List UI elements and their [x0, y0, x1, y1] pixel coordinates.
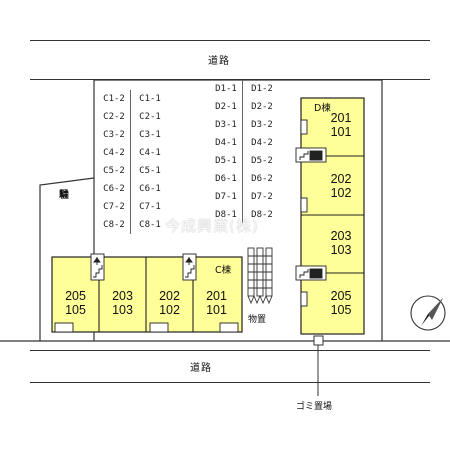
c-parking-slot: C7-2 — [98, 198, 131, 216]
unit-number-upper: 205 — [330, 289, 352, 303]
unit-number-lower: 101 — [206, 303, 227, 317]
unit-number-lower: 105 — [65, 303, 86, 317]
unit-number-upper: 205 — [65, 289, 86, 303]
storage-racks — [247, 247, 273, 305]
storage-label: 物置 — [248, 315, 267, 325]
stairs-icon — [295, 147, 327, 163]
bike-parking-boundary — [39, 177, 95, 341]
c-parking-slot: C4-1 — [139, 148, 161, 158]
unit-number-lower: 103 — [112, 303, 133, 317]
d-parking-slot: D7-1 — [210, 188, 243, 206]
d-building-label: D棟 — [314, 103, 331, 114]
c-parking-slot: C2-2 — [98, 108, 131, 126]
d-parking-slot: D5-1 — [210, 152, 243, 170]
stairs-icon — [295, 265, 327, 281]
unit-number-lower: 102 — [159, 303, 180, 317]
d-parking-slot: D2-2 — [251, 102, 273, 112]
garbage-label: ゴミ置場 — [296, 402, 333, 412]
c-building-outline — [51, 256, 243, 333]
d-building-outline — [300, 97, 365, 335]
site-boundary — [93, 79, 383, 341]
watermark: 今成興業(株) — [165, 217, 259, 235]
c-parking-slot: C5-1 — [139, 166, 161, 176]
c-parking-slot: C4-2 — [98, 144, 131, 162]
d-parking-slot: D1-2 — [251, 84, 273, 94]
d-parking-slot: D6-1 — [210, 170, 243, 188]
top-road-label: 道路 — [208, 56, 230, 67]
bottom-road-line-inner — [30, 382, 430, 383]
d-parking-slot: D7-2 — [251, 192, 273, 202]
unit-number-lower: 102 — [330, 186, 352, 200]
unit-number-lower: 101 — [330, 125, 352, 139]
stairs-icon — [90, 253, 105, 281]
bottom-road-line — [30, 350, 430, 351]
bottom-road-label: 道路 — [190, 363, 212, 374]
garbage-station-box — [313, 335, 324, 346]
top-road-line — [30, 40, 430, 41]
d-parking-slot: D5-2 — [251, 156, 273, 166]
c-parking-slot: C3-1 — [139, 130, 161, 140]
unit-number-upper: 203 — [112, 289, 133, 303]
c-parking-slot: C6-1 — [139, 184, 161, 194]
stairs-icon — [182, 253, 197, 281]
north-arrow-icon — [410, 295, 446, 331]
d-parking-slot: D6-2 — [251, 174, 273, 184]
d-parking-slot: D4-2 — [251, 138, 273, 148]
d-parking-slot: D2-1 — [210, 98, 243, 116]
unit-number-upper: 203 — [330, 229, 352, 243]
c-parking-slot: C8-1 — [139, 220, 161, 230]
c-building-label: C棟 — [215, 265, 232, 276]
c-parking-slot: C1-1 — [139, 94, 161, 104]
d-parking-slot: D4-1 — [210, 134, 243, 152]
c-parking-slot: C1-2 — [98, 90, 131, 108]
unit-number-upper: 202 — [159, 289, 180, 303]
d-parking-slot: D3-2 — [251, 120, 273, 130]
d-parking-slot: D8-1 — [210, 206, 243, 224]
unit-number-lower: 103 — [330, 243, 352, 257]
c-parking-slot: C2-1 — [139, 112, 161, 122]
d-parking-slot: D3-1 — [210, 116, 243, 134]
unit-number-lower: 105 — [330, 303, 352, 317]
c-parking-slot: C6-2 — [98, 180, 131, 198]
c-parking-slot: C3-2 — [98, 126, 131, 144]
c-parking-slot: C7-1 — [139, 202, 161, 212]
d-parking-slot: D8-2 — [251, 210, 273, 220]
unit-number-upper: 201 — [206, 289, 227, 303]
c-parking-slot: C8-2 — [98, 216, 131, 234]
d-parking-slot: D1-1 — [210, 80, 243, 98]
unit-number-upper: 201 — [330, 111, 352, 125]
c-parking-slot: C5-2 — [98, 162, 131, 180]
unit-number-upper: 202 — [330, 172, 352, 186]
